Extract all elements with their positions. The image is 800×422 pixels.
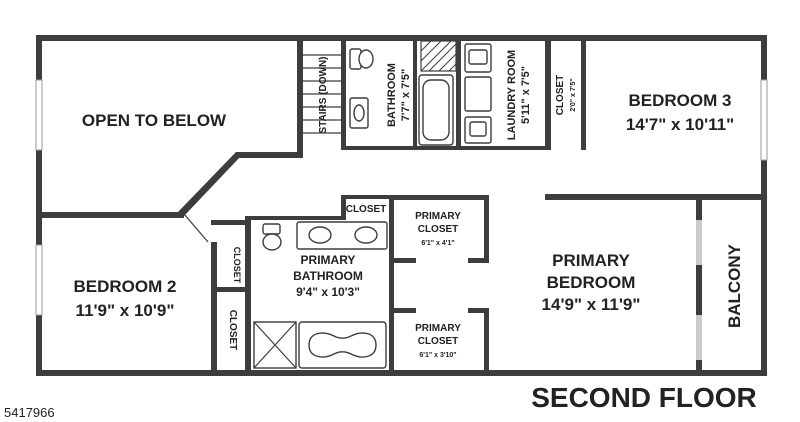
room-labels: OPEN TO BELOW STAIRS (DOWN) BATHROOM 7'7… (74, 50, 744, 359)
balcony-label: BALCONY (725, 243, 744, 328)
primary-bath-dims: 9'4" x 10'3" (296, 285, 360, 299)
bedroom3-dims: 14'7" x 10'11" (626, 115, 734, 134)
bedroom2-name: BEDROOM 2 (74, 277, 177, 296)
laundry-dims: 5'11" x 7'5" (520, 66, 532, 124)
primary-bedroom-name2: BEDROOM (547, 273, 636, 292)
primary-bath-name2: BATHROOM (293, 269, 363, 283)
exterior-walls (36, 35, 767, 376)
open-below-label: OPEN TO BELOW (82, 111, 227, 130)
closet-hall-label: CLOSET (346, 204, 387, 215)
door-openings (183, 146, 702, 360)
primary-bath-fixtures (253, 221, 388, 369)
bedroom3-name: BEDROOM 3 (629, 91, 732, 110)
stairs-label: STAIRS (DOWN) (318, 56, 329, 133)
floor-title: SECOND FLOOR (531, 382, 757, 413)
primary-bath-name1: PRIMARY (301, 253, 356, 267)
primary-closet-2-dims: 6'1" x 3'10" (419, 352, 456, 359)
primary-closet-2-name1: PRIMARY (415, 323, 461, 334)
primary-closet-1-name1: PRIMARY (415, 211, 461, 222)
primary-closet-1-dims: 6'1" x 4'1" (421, 240, 454, 247)
closet-b2-upper-label: CLOSET (232, 247, 242, 284)
primary-bedroom-name1: PRIMARY (552, 251, 630, 270)
laundry-name: LAUNDRY ROOM (506, 50, 518, 140)
primary-bedroom-dims: 14'9" x 11'9" (542, 295, 641, 314)
laundry-fixtures (420, 40, 492, 144)
primary-closet-1-name2: CLOSET (418, 224, 459, 235)
hall-bathroom-dims: 7'7" x 7'5" (400, 69, 412, 121)
hall-bath-fixtures (349, 48, 454, 146)
stairs (303, 41, 341, 146)
closet-b3-dims: 2'0" x 7'5" (570, 78, 577, 111)
listing-id: 5417966 (4, 405, 55, 420)
hall-bathroom-name: BATHROOM (386, 63, 398, 127)
closet-b2-lower-label: CLOSET (227, 310, 238, 351)
exterior-windows (35, 79, 768, 316)
bedroom2-dims: 11'9" x 10'9" (76, 301, 175, 320)
closet-b3-name: CLOSET (555, 75, 566, 116)
interior-walls (36, 35, 767, 376)
primary-closet-2-name2: CLOSET (418, 336, 459, 347)
